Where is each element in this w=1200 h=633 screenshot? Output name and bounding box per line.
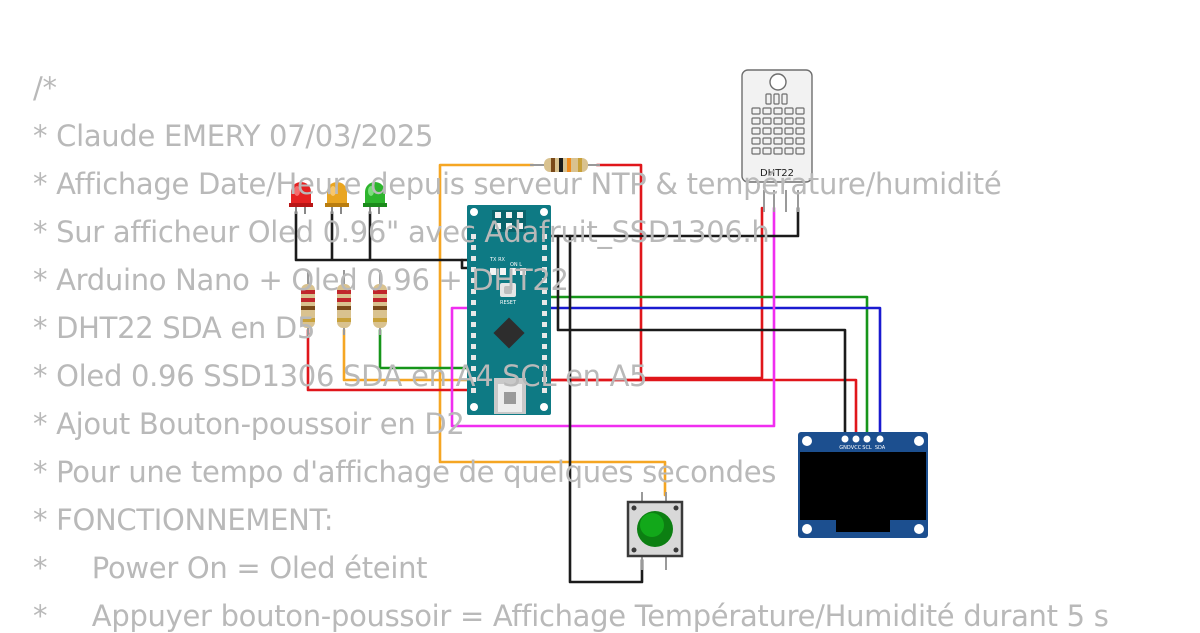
wire-black-button[interactable] <box>568 234 644 584</box>
wire-magenta-dht[interactable] <box>450 206 776 428</box>
wire-red-led[interactable] <box>306 328 476 392</box>
wire-black-leds[interactable] <box>294 210 476 262</box>
nano-tx-rx-label: TX RX <box>489 257 506 263</box>
push-button[interactable] <box>626 492 684 570</box>
oled-pin-scl: SCL <box>862 445 872 451</box>
wire-green-led[interactable] <box>378 328 476 370</box>
oled-display[interactable]: GND VCC SCL SDA <box>798 432 928 538</box>
wire-black-oled[interactable] <box>556 234 847 438</box>
dht22-label: DHT22 <box>760 168 794 179</box>
wire-orange-button[interactable] <box>438 163 667 497</box>
wire-red-oled[interactable] <box>546 378 858 438</box>
nano-on-l-label: ON L <box>510 262 522 268</box>
wire-orange-led[interactable] <box>342 328 476 382</box>
resistor-pullup[interactable] <box>530 158 600 172</box>
led-yellow[interactable] <box>325 182 349 214</box>
wires <box>294 163 882 584</box>
wire-red-resistor[interactable] <box>546 163 643 382</box>
led-red[interactable] <box>289 182 313 214</box>
resistor-green-led[interactable] <box>373 270 387 335</box>
oled-pin-vcc: VCC <box>851 445 862 451</box>
led-green[interactable] <box>363 182 387 214</box>
oled-pin-gnd: GND <box>839 445 851 451</box>
oled-pin-sda: SDA <box>875 445 886 451</box>
resistor-red-led[interactable] <box>301 270 315 335</box>
wire-blue-sda[interactable] <box>546 306 882 438</box>
wire-black-dht[interactable] <box>546 206 800 238</box>
wire-green-scl[interactable] <box>546 295 869 438</box>
arduino-nano[interactable]: TX RX ON L RESET <box>467 205 551 415</box>
dht22-sensor[interactable]: DHT22 <box>741 69 813 212</box>
oled-screen <box>800 452 926 520</box>
nano-reset-label: RESET <box>500 300 517 306</box>
resistor-yellow-led[interactable] <box>337 270 351 335</box>
wire-red-dht[interactable] <box>639 206 764 380</box>
